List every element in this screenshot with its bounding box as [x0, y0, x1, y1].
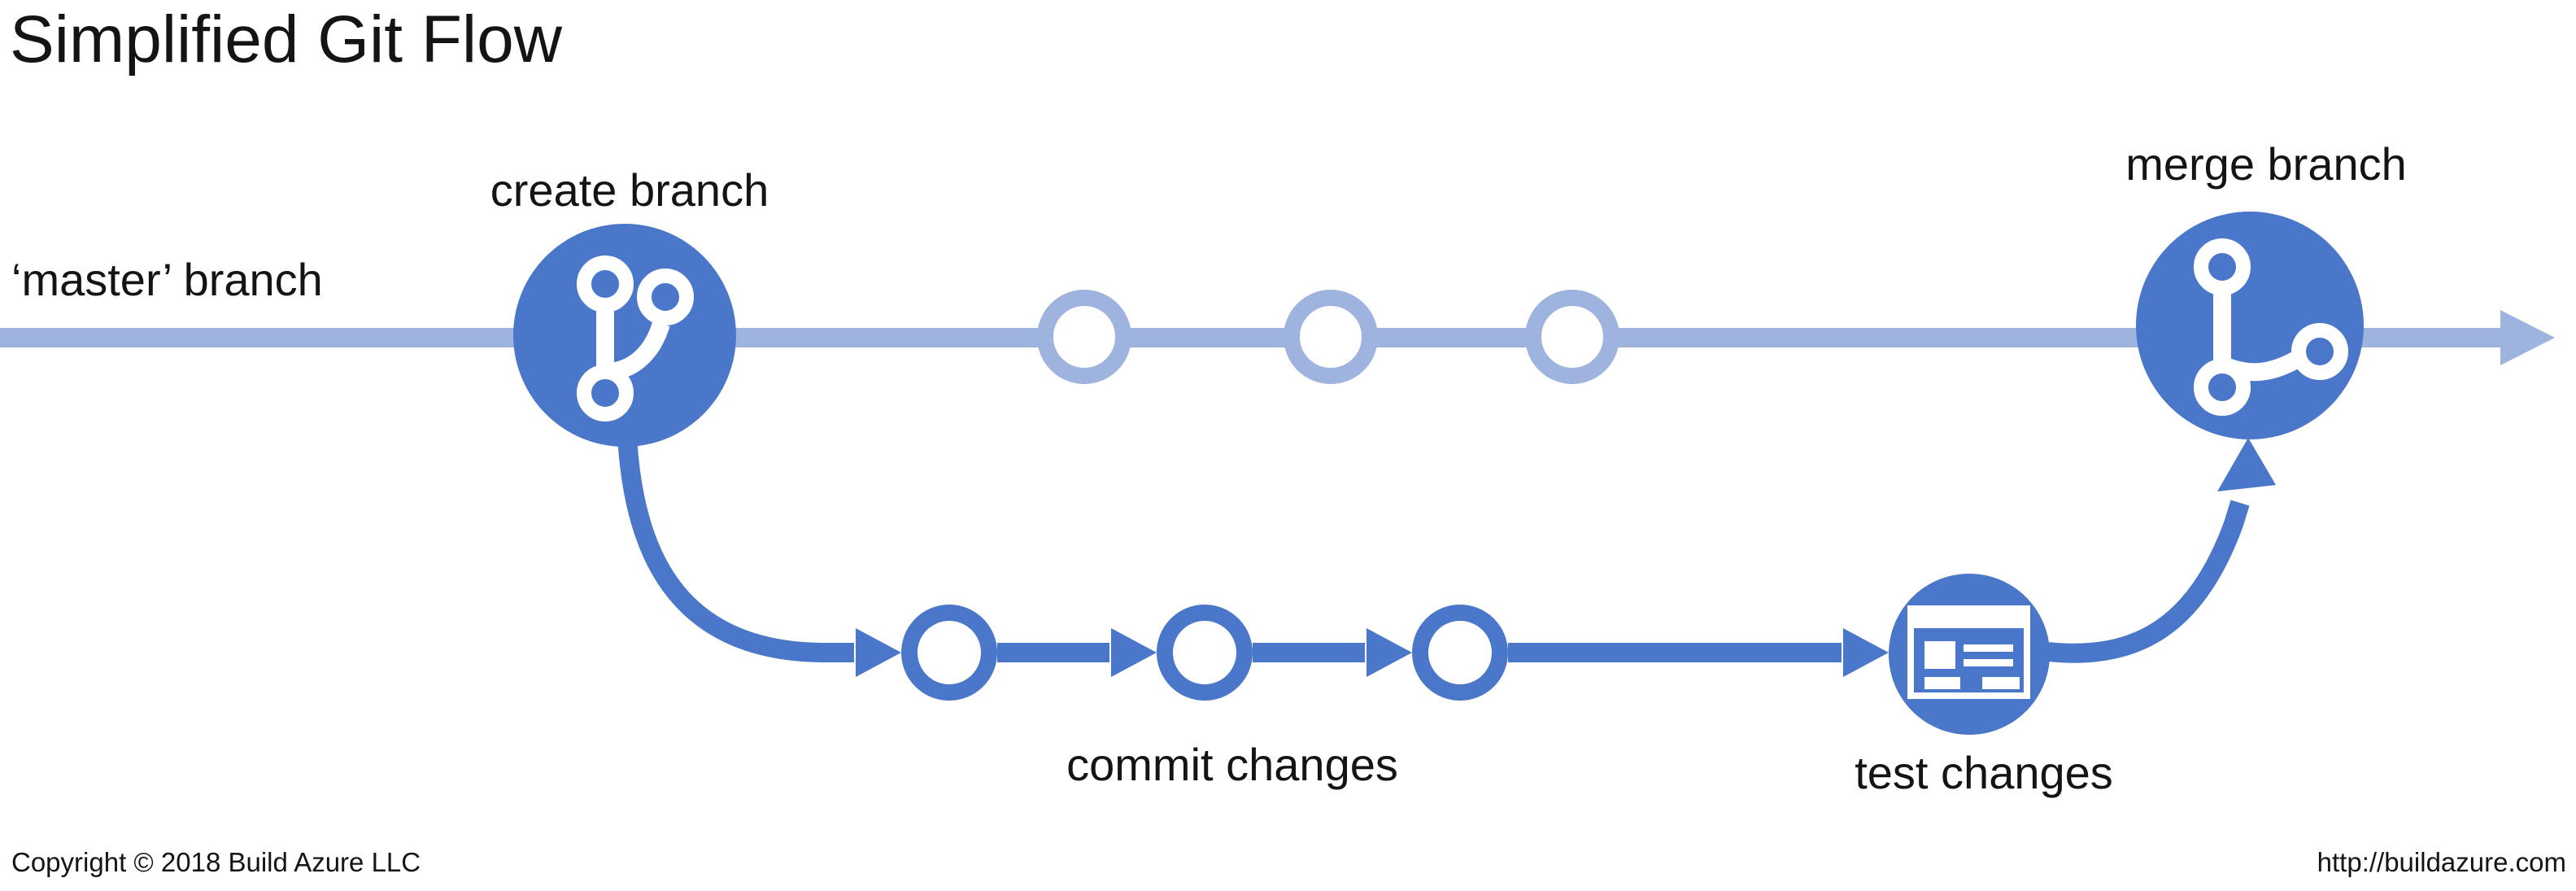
create-branch-node: [513, 224, 736, 447]
commit-changes-label: commit changes: [1066, 739, 1398, 790]
feature-commit-node: [901, 605, 997, 701]
arrowhead-to-commit-3: [1366, 628, 1412, 677]
feature-commit-node: [1412, 605, 1508, 701]
arrowhead-to-merge: [2217, 438, 2276, 491]
merge-branch-node: [2136, 212, 2364, 439]
master-commit-node: [1284, 290, 1378, 384]
master-branch-line: [0, 328, 2502, 347]
branch-out-curve: [617, 410, 854, 662]
master-commit-node: [1525, 290, 1619, 384]
test-changes-label: test changes: [1855, 747, 2113, 798]
master-branch-arrowhead: [2500, 310, 2555, 365]
arrowhead-to-commit-1: [856, 628, 901, 677]
master-branch-label: ‘master’ branch: [11, 254, 323, 305]
page-title: Simplified Git Flow: [10, 2, 562, 76]
test-changes-node: [1889, 574, 2050, 735]
create-branch-label: create branch: [490, 164, 769, 216]
feature-commit-node: [1157, 605, 1253, 701]
arrowhead-to-test: [1843, 628, 1889, 677]
merge-in-curve: [2046, 500, 2250, 663]
copyright-notice: Copyright © 2018 Build Azure LLC: [11, 847, 421, 877]
git-merge-icon: [2194, 238, 2348, 416]
master-commit-node: [1037, 290, 1131, 384]
git-branch-icon: [577, 256, 694, 421]
merge-branch-circle: [2136, 212, 2364, 439]
website-url: http://buildazure.com: [2317, 847, 2566, 877]
merge-branch-label: merge branch: [2125, 138, 2407, 190]
test-form-icon: [1907, 605, 2030, 699]
arrowhead-to-commit-2: [1111, 628, 1157, 677]
